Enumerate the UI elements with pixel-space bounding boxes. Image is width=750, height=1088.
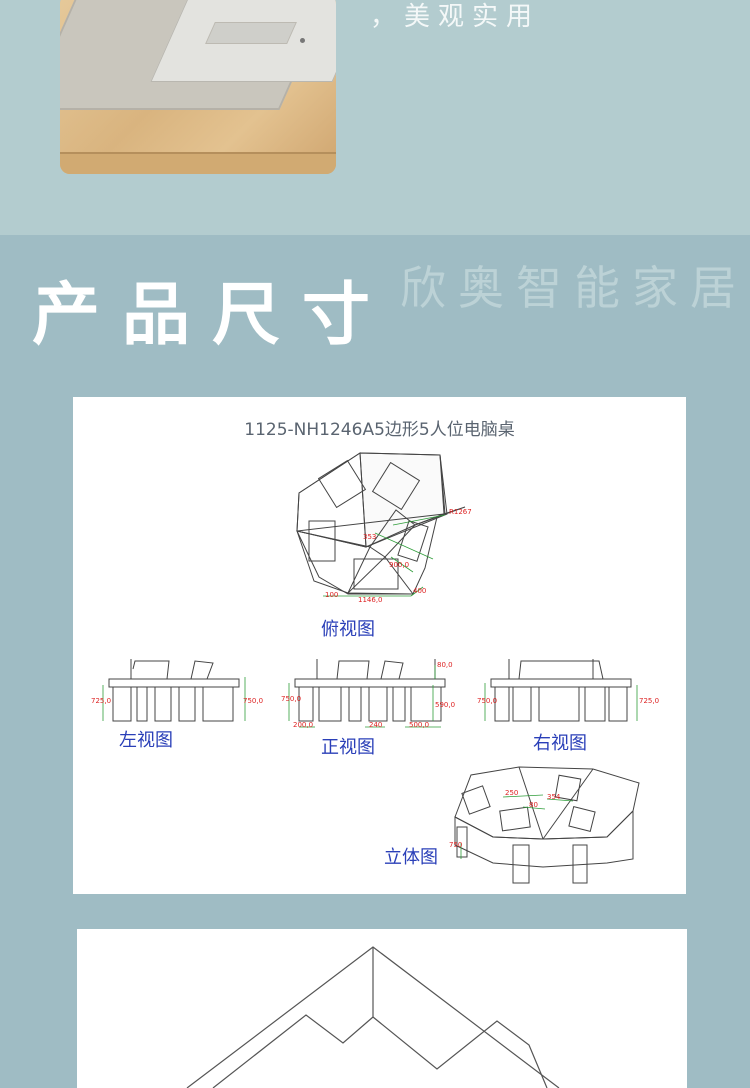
dim-corner: 400 [413, 587, 426, 595]
dim-inner: 353 [363, 533, 376, 541]
dim-front-b1: 200,0 [293, 721, 313, 729]
dim-front-h2: 590,0 [435, 701, 455, 709]
dim-right-h2: 725,0 [639, 697, 659, 705]
dim-front-b3: 500,0 [409, 721, 429, 729]
dim-right-h1: 750,0 [477, 697, 497, 705]
dim-iso-a: 250 [505, 789, 518, 797]
left-view-drawing [108, 659, 240, 722]
dim-iso-c: 354 [547, 793, 561, 801]
feature-banner: ，美观实用 [0, 0, 750, 235]
dim-radius: R1267 [449, 508, 472, 516]
label-front-view: 正视图 [321, 737, 375, 758]
dimension-drawing-card: 1125-NH1246A5边形5人位电脑桌 R1267 353 [73, 397, 686, 894]
outline-drawing [186, 946, 560, 1088]
label-iso-view: 立体图 [384, 847, 438, 868]
dim-depth: 900,0 [389, 561, 409, 569]
dim-left-edge: 100 [325, 591, 338, 599]
drawing-canvas: R1267 353 900,0 100 1146,0 400 [91, 452, 659, 884]
top-view-drawing [296, 452, 466, 595]
dim-iso-b: 80 [529, 801, 538, 809]
drawing-title: 1125-NH1246A5边形5人位电脑桌 [244, 420, 515, 440]
right-view-drawing [490, 659, 632, 722]
section-title: 产品尺寸 [32, 276, 393, 355]
top-view-dim-lines [323, 514, 446, 597]
dim-front-b2: 240 [369, 721, 382, 729]
dim-front-h1: 750,0 [281, 695, 301, 703]
side-view-dim-lines [102, 665, 638, 728]
dim-iso-d: 750 [449, 841, 462, 849]
iso-dim-lines [460, 794, 574, 859]
product-photo [60, 0, 336, 174]
iso-view-drawing [454, 766, 640, 884]
label-top-view: 俯视图 [321, 619, 375, 640]
dim-width: 1146,0 [358, 596, 383, 604]
front-view-drawing [294, 659, 446, 722]
dim-left-h2: 750,0 [243, 697, 263, 705]
label-right-view: 右视图 [533, 733, 587, 754]
dim-front-top: 80,0 [437, 661, 453, 669]
brand-watermark: 欣奥智能家居 [400, 261, 748, 315]
dim-left-h1: 725,0 [91, 697, 111, 705]
feature-tagline: ，美观实用 [370, 2, 541, 32]
outline-drawing-card [77, 929, 687, 1088]
label-left-view: 左视图 [119, 730, 173, 751]
